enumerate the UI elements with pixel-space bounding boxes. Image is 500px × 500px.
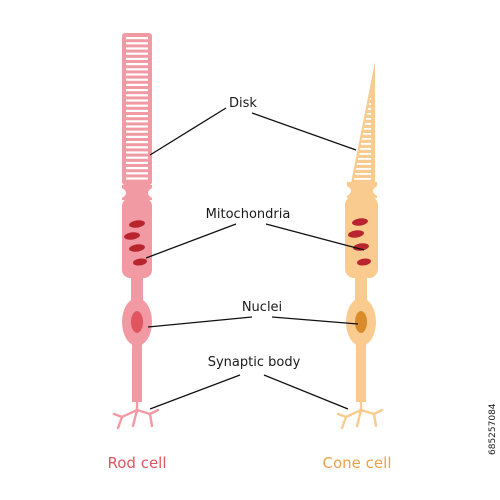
synaptic-body-label: Synaptic body xyxy=(208,355,301,370)
cone-disk-gap xyxy=(358,158,371,160)
rod-neck xyxy=(131,276,143,300)
rod-disk-gap xyxy=(126,109,148,112)
disk-label: Disk xyxy=(229,96,257,111)
rod-disk-gap xyxy=(126,167,148,170)
rod-disks xyxy=(126,37,148,180)
synaptic-body-leader-right xyxy=(263,374,349,410)
cone-disk-gap xyxy=(356,168,371,170)
cone-disk-gap xyxy=(367,108,371,110)
cone-synaptic-terminal xyxy=(336,398,384,430)
cone-disk-gap xyxy=(364,123,371,125)
cone-axon xyxy=(356,344,366,402)
cone-mitochondria xyxy=(348,218,371,266)
rod-disk-gap xyxy=(126,146,148,149)
cone-disk-gap xyxy=(362,133,371,135)
rod-disk-gap xyxy=(126,57,148,60)
cone-disk-gap xyxy=(359,153,371,155)
rod-disk-gap xyxy=(126,104,148,107)
rod-disk-gap xyxy=(126,141,148,144)
nuclei-label: Nuclei xyxy=(242,300,282,315)
cone-disk-gap xyxy=(368,103,371,105)
rod-disk-gap xyxy=(126,172,148,175)
rod-disk-gap xyxy=(126,125,148,128)
rod-disk-gap xyxy=(126,115,148,118)
rod-disk-gap xyxy=(126,47,148,50)
rod-disk-gap xyxy=(126,37,148,40)
cone-disks xyxy=(354,93,371,180)
mitochondria-label: Mitochondria xyxy=(206,207,291,222)
rod-disk-gap xyxy=(126,42,148,45)
rod-cilium xyxy=(122,185,152,200)
rod-disk-gap xyxy=(126,177,148,180)
rod-outer-segment xyxy=(122,33,152,185)
rod-disk-gap xyxy=(126,120,148,123)
rod-synaptic-terminal xyxy=(112,398,160,430)
rod-disk-gap xyxy=(126,83,148,86)
cone-disk-gap xyxy=(361,138,371,140)
cone-cell xyxy=(336,62,384,430)
rod-disk-gap xyxy=(126,73,148,76)
rod-cell-name: Rod cell xyxy=(107,454,166,472)
nuclei-leader-right xyxy=(271,316,359,325)
stock-id: 685257084 xyxy=(488,403,498,455)
rod-disk-gap xyxy=(126,151,148,154)
cone-cilium xyxy=(347,182,377,198)
rod-axon xyxy=(132,344,142,402)
rod-nucleus xyxy=(131,311,143,333)
disk-leader-right xyxy=(251,112,357,151)
leader-lines xyxy=(145,107,365,410)
cone-disk-gap xyxy=(354,178,371,180)
cone-disk-gap xyxy=(360,143,371,145)
cone-nucleus xyxy=(355,311,367,333)
rod-disk-gap xyxy=(126,156,148,159)
disk-leader-left xyxy=(149,107,227,156)
rod-disk-gap xyxy=(126,63,148,66)
cone-disk-gap xyxy=(363,128,371,130)
rod-disk-gap xyxy=(126,161,148,164)
cone-disk-gap xyxy=(359,148,371,150)
cone-inner-segment xyxy=(345,196,378,278)
rod-cell xyxy=(112,33,160,430)
rod-mitochondria xyxy=(124,220,147,266)
cone-cell-name: Cone cell xyxy=(323,454,392,472)
cone-disk-gap xyxy=(357,163,371,165)
rod-disk-gap xyxy=(126,89,148,92)
cone-outer-segment xyxy=(351,62,375,183)
cone-disk-gap xyxy=(369,98,371,100)
rod-disk-gap xyxy=(126,130,148,133)
rod-disk-gap xyxy=(126,99,148,102)
mitochondria-leader-right xyxy=(265,223,365,251)
cone-neck xyxy=(355,276,367,300)
synaptic-body-leader-left xyxy=(149,374,241,410)
mitochondria-leader-left xyxy=(145,223,237,259)
rod-disk-gap xyxy=(126,135,148,138)
rod-disk-gap xyxy=(126,52,148,55)
nuclei-leader-left xyxy=(147,316,253,328)
cone-disk-gap xyxy=(355,173,371,175)
rod-disk-gap xyxy=(126,94,148,97)
rod-disk-gap xyxy=(126,68,148,71)
cone-disk-gap xyxy=(365,118,371,120)
rod-disk-gap xyxy=(126,78,148,81)
cone-disk-gap xyxy=(366,113,371,115)
